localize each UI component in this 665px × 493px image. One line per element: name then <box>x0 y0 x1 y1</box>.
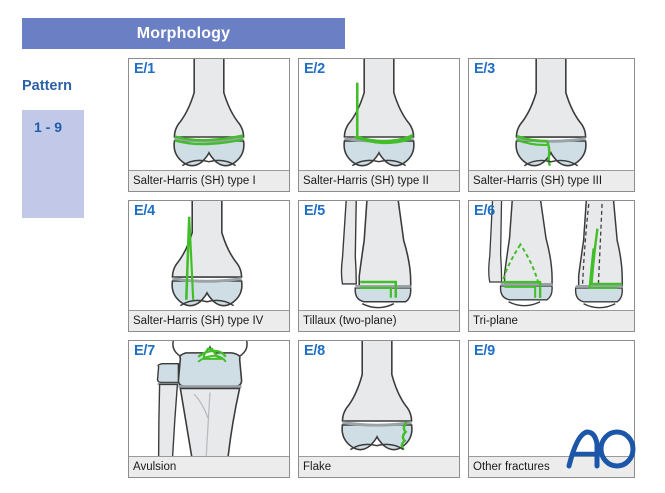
bone-illustration-sh1 <box>173 59 245 167</box>
bone-illustration-tillaux <box>340 201 412 309</box>
panel-code-e7: E/7 <box>134 343 155 359</box>
panel-e3[interactable]: E/3 Salter-Harris (SH) type III <box>468 58 635 192</box>
panel-e5[interactable]: E/5 Tillaux (two-plane) <box>298 200 460 332</box>
panel-caption-e5: Tillaux (two-plane) <box>299 310 459 331</box>
panel-code-e6: E/6 <box>474 203 495 219</box>
panel-e4[interactable]: E/4 Salter-Harris (SH) type IV <box>128 200 290 332</box>
panel-caption-e1: Salter-Harris (SH) type I <box>129 170 289 191</box>
bone-illustration-sh2 <box>343 59 415 167</box>
panel-e7[interactable]: E/7 Avulsion <box>128 340 290 478</box>
panel-caption-e8: Flake <box>299 456 459 477</box>
panel-code-e5: E/5 <box>304 203 325 219</box>
bone-illustration-flake <box>341 341 413 451</box>
panel-code-e3: E/3 <box>474 61 495 77</box>
bone-illustration-sh3 <box>515 59 587 167</box>
panel-caption-e9: Other fractures <box>469 456 634 477</box>
panel-e9[interactable]: E/9 Other fractures <box>468 340 635 478</box>
panel-code-e9: E/9 <box>474 343 495 359</box>
morphology-panel-grid: E/1 Salter-Harris (SH) type I E/2 <box>128 58 635 478</box>
panel-e6[interactable]: E/6 Tri-plane <box>468 200 635 332</box>
panel-code-e2: E/2 <box>304 61 325 77</box>
pattern-label: Pattern <box>22 78 72 94</box>
page-title: Morphology <box>136 24 231 42</box>
pattern-range-box[interactable]: 1 - 9 <box>22 110 84 218</box>
panel-e2[interactable]: E/2 Salter-Harris (SH) type II <box>298 58 460 192</box>
panel-caption-e2: Salter-Harris (SH) type II <box>299 170 459 191</box>
panel-code-e8: E/8 <box>304 343 325 359</box>
panel-e8[interactable]: E/8 Flake <box>298 340 460 478</box>
pattern-range-value: 1 - 9 <box>34 119 63 135</box>
bone-illustration-sh4 <box>171 201 243 307</box>
morphology-header-banner: Morphology <box>22 18 345 49</box>
bone-illustration-triplane <box>488 201 623 309</box>
ao-logo <box>566 429 636 469</box>
panel-caption-e7: Avulsion <box>129 456 289 477</box>
panel-code-e4: E/4 <box>134 203 155 219</box>
panel-code-e1: E/1 <box>134 61 155 77</box>
panel-caption-e6: Tri-plane <box>469 310 634 331</box>
panel-caption-e3: Salter-Harris (SH) type III <box>469 170 634 191</box>
panel-e1[interactable]: E/1 Salter-Harris (SH) type I <box>128 58 290 192</box>
panel-caption-e4: Salter-Harris (SH) type IV <box>129 310 289 331</box>
bone-illustration-avulsion <box>156 341 248 456</box>
